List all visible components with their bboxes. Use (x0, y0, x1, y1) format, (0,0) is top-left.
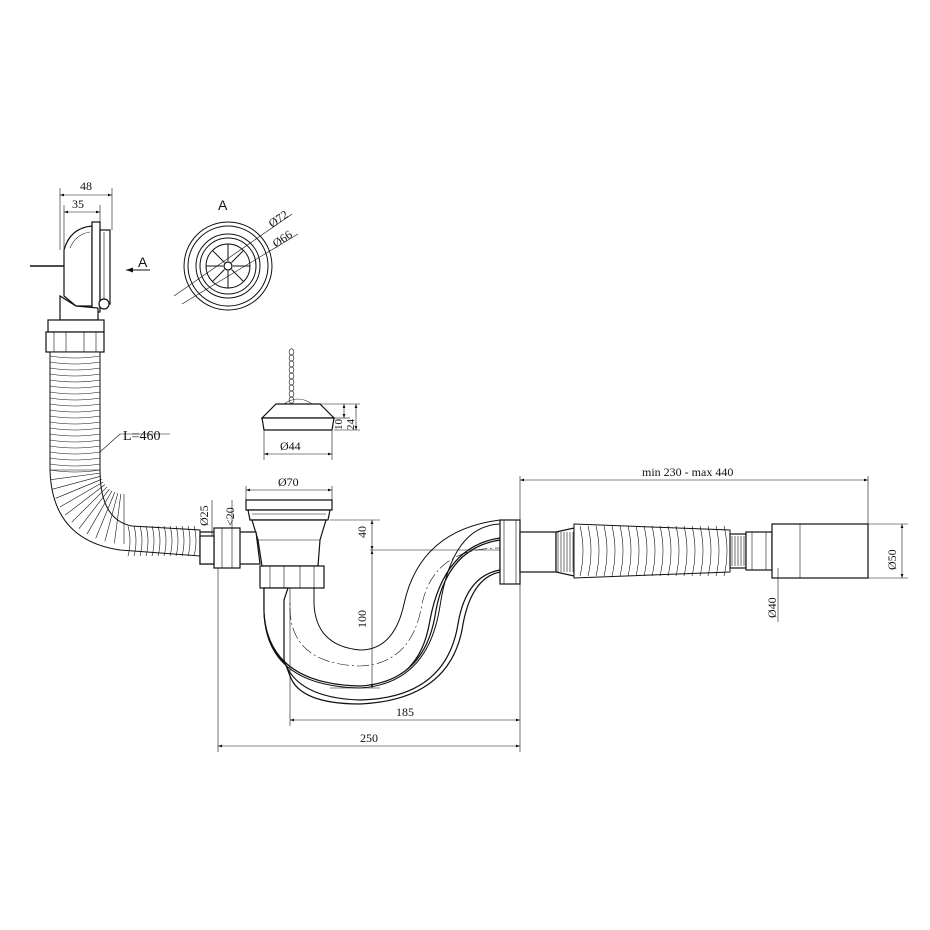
dimensions: min 230 - max 440 Ø50 Ø40 40 100 185 250 (217, 465, 908, 752)
adjustable-length-label: min 230 - max 440 (642, 465, 733, 479)
side-inlet-angle: <20 (223, 507, 237, 526)
side-inlet-diameter: Ø25 (197, 505, 211, 526)
plug-with-chain: 10 24 Ø44 (260, 348, 360, 460)
grate-inner-diameter: Ø66 (270, 227, 295, 250)
view-a-title: A (218, 197, 228, 213)
plug-height-total: 24 (345, 419, 357, 431)
plug-height-inner: 10 (333, 419, 345, 431)
drop-lower: 100 (355, 610, 369, 628)
trap-span-inner: 185 (396, 705, 414, 719)
hose-length-label: L=460 (123, 429, 160, 444)
trap-span-total: 250 (360, 731, 378, 745)
view-a-arrow-label: A (138, 254, 148, 270)
overflow-assembly: 48 35 A (30, 179, 150, 353)
overflow-hose: L=460 (49, 351, 201, 557)
overflow-width-total: 48 (80, 179, 92, 193)
plug-diameter: Ø44 (280, 439, 301, 453)
view-a-grate: A Ø72 Ø66 (173, 197, 299, 311)
overflow-width-inner: 35 (72, 197, 84, 211)
outlet-assembly (499, 519, 869, 585)
grate-outer-diameter: Ø72 (266, 207, 291, 230)
drain-body: Ø70 Ø25 <20 (197, 475, 333, 589)
s-trap (263, 519, 501, 705)
drop-upper: 40 (355, 526, 369, 538)
pipe-diameter: Ø40 (765, 597, 779, 618)
sleeve-diameter: Ø50 (885, 549, 899, 570)
drain-outlet-diameter: Ø70 (278, 475, 299, 489)
